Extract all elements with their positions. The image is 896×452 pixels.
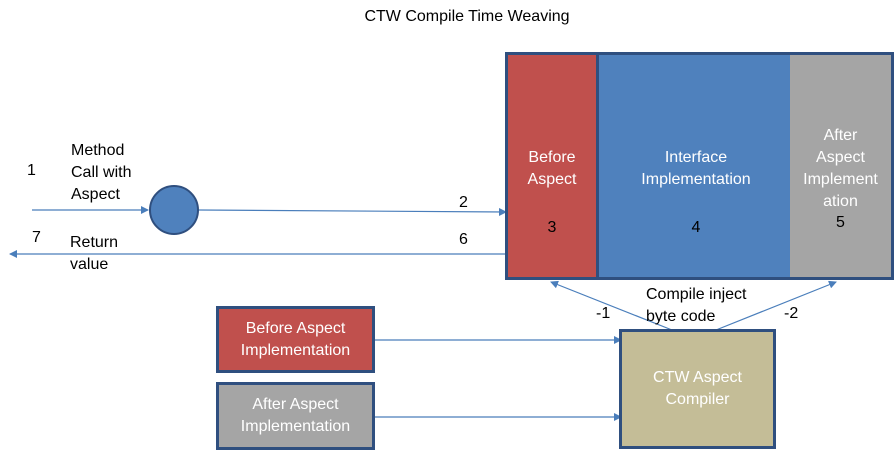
step-7-label: 7: [32, 229, 41, 246]
before-aspect-segment: Before Aspect 3: [508, 55, 596, 277]
diagram-title: CTW Compile Time Weaving: [364, 8, 570, 25]
inject-arrow-after: [715, 280, 837, 331]
after-aspect-segment: After Aspect Implement ation 5: [790, 55, 891, 277]
ctw-aspect-compiler-box: CTW Aspect Compiler: [619, 329, 776, 449]
woven-class-box: Before Aspect 3 Interface Implementation…: [505, 52, 894, 280]
step-1-label: 1: [27, 162, 36, 179]
interface-implementation-text: Interface Implementation: [641, 149, 751, 188]
method-call-label: Method Call with Aspect: [71, 142, 132, 203]
before-aspect-text: Before Aspect: [527, 149, 577, 188]
interface-implementation-segment: Interface Implementation 4: [596, 55, 796, 277]
after-aspect-implementation-box: After Aspect Implementation: [216, 382, 375, 450]
minus-1-label: -1: [596, 305, 611, 322]
after-aspect-text: After Aspect Implement ation: [803, 127, 878, 210]
after-aspect-number: 5: [836, 214, 845, 231]
compile-inject-label: Compile inject byte code: [646, 286, 747, 325]
minus-2-label: -2: [784, 305, 799, 322]
before-aspect-implementation-box: Before Aspect Implementation: [216, 306, 375, 373]
before-aspect-number: 3: [547, 219, 557, 236]
call-arrow-to-class: [198, 207, 507, 216]
step-2-label: 2: [459, 194, 468, 211]
step-6-label: 6: [459, 231, 468, 248]
inject-arrow-before: [550, 280, 673, 331]
join-point-node: [149, 185, 199, 235]
return-value-label: Return value: [70, 234, 119, 273]
interface-implementation-number: 4: [691, 219, 701, 236]
